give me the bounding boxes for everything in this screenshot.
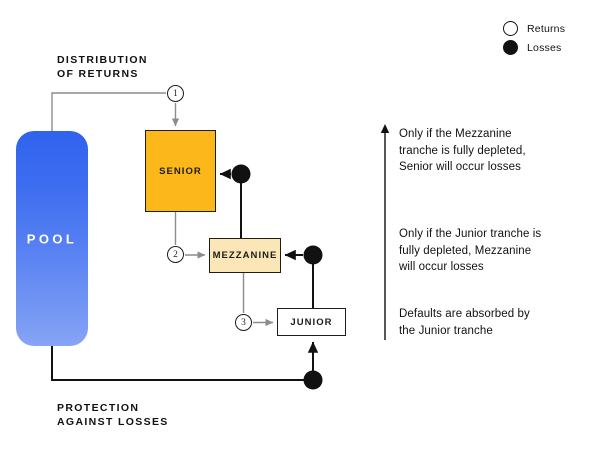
step-marker-2-label: 2 [173, 249, 178, 260]
returns-circle-icon [503, 21, 518, 36]
tranche-mezzanine[interactable]: MEZZANINE [209, 238, 281, 273]
legend-item-losses: Losses [503, 38, 565, 57]
loss-node-mezzanine [303, 245, 323, 265]
loss-node-junior [303, 370, 323, 390]
losses-circle-icon [503, 40, 518, 55]
pool-block: POOL [16, 131, 88, 346]
tranche-senior[interactable]: SENIOR [145, 130, 216, 212]
step-marker-2: 2 [167, 246, 184, 263]
loss-node-senior [231, 164, 251, 184]
losses-flow [51, 164, 323, 390]
tranche-mezzanine-label: MEZZANINE [212, 250, 278, 261]
note-mezzanine-losses: Only if the Junior tranche is fully depl… [399, 228, 542, 273]
returns-flow [51, 92, 274, 327]
note-junior-defaults: Defaults are absorbed by the Junior tran… [399, 308, 530, 337]
step-marker-1: 1 [167, 85, 184, 102]
legend-item-losses-label: Losses [527, 41, 562, 54]
legend-item-returns: Returns [503, 19, 565, 38]
tranche-junior-label: JUNIOR [290, 316, 333, 328]
caption-distribution-of-returns: DISTRIBUTION OF RETURNS [57, 54, 148, 80]
legend-item-returns-label: Returns [527, 22, 566, 35]
legend: Returns Losses [503, 19, 565, 57]
step-marker-3-label: 3 [241, 317, 246, 328]
caption-protection-against-losses: PROTECTION AGAINST LOSSES [57, 402, 169, 428]
pool-label: POOL [26, 231, 78, 246]
note-senior-losses: Only if the Mezzanine tranche is fully d… [399, 128, 526, 173]
step-marker-3: 3 [235, 314, 252, 331]
tranche-senior-label: SENIOR [159, 165, 202, 177]
tranche-junior[interactable]: JUNIOR [277, 308, 346, 336]
step-marker-1-label: 1 [173, 88, 178, 99]
severity-axis [380, 124, 390, 340]
